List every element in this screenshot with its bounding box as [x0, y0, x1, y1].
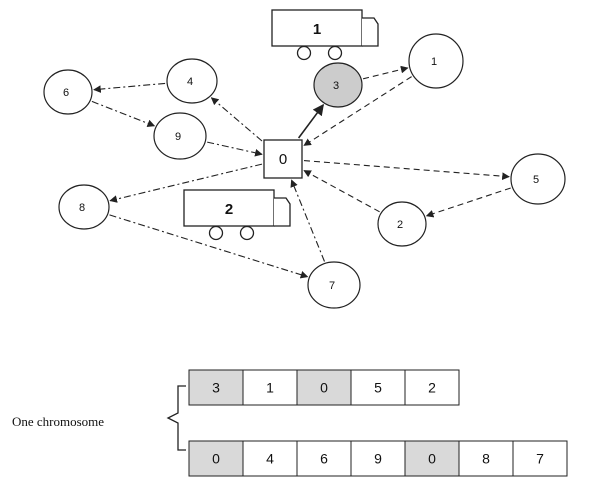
route-2-edge-depot-to-c4 — [210, 97, 263, 142]
gene-value: 0 — [428, 451, 436, 467]
customer-label-8: 8 — [79, 202, 85, 214]
trucks: 12 — [183, 9, 379, 241]
customer-label-5: 5 — [533, 174, 539, 186]
customer-label-3: 3 — [333, 80, 339, 92]
route-2-edge-c7-to-depot — [290, 179, 326, 262]
customer-label-4: 4 — [187, 76, 193, 88]
customer-node-2: 2 — [377, 201, 427, 247]
gene-cell-row2-7: 7 — [512, 440, 568, 477]
gene-value: 0 — [212, 451, 220, 467]
customer-label-7: 7 — [329, 280, 335, 292]
gene-cell-row1-1: 3 — [188, 369, 244, 406]
customer-label-2: 2 — [397, 219, 403, 231]
gene-value: 7 — [536, 451, 544, 467]
chromosome: One chromosome 3 1 0 5 2 0 4 6 9 0 8 7 — [12, 369, 568, 477]
route-1-edge-c2-to-depot — [303, 170, 380, 213]
chromosome-label: One chromosome — [12, 414, 104, 429]
gene-value: 4 — [266, 451, 274, 467]
gene-value: 3 — [212, 380, 220, 396]
route-2-edge-c9-to-depot — [207, 141, 263, 157]
gene-value: 6 — [320, 451, 328, 467]
customer-node-9: 9 — [153, 112, 207, 160]
gene-cell-row1-2: 1 — [242, 369, 298, 406]
route-2-edge-c8-to-c7 — [109, 214, 309, 279]
customer-node-6: 6 — [43, 69, 93, 115]
gene-cell-row2-2: 4 — [242, 440, 298, 477]
customer-node-3: 3 — [313, 62, 363, 108]
route-1-edge-c3-to-c1 — [362, 65, 409, 80]
gene-value: 0 — [320, 380, 328, 396]
gene-cell-row2-5: 0 — [404, 440, 460, 477]
gene-cell-row2-3: 6 — [296, 440, 352, 477]
customer-node-7: 7 — [307, 261, 361, 309]
customer-node-1: 1 — [408, 33, 464, 89]
gene-cell-row2-1: 0 — [188, 440, 244, 477]
truck1-label: 1 — [313, 21, 321, 38]
customer-node-4: 4 — [166, 58, 218, 104]
customer-label-1: 1 — [431, 56, 437, 68]
gene-value: 5 — [374, 380, 382, 396]
truck2-icon: 2 — [183, 189, 291, 241]
customer-label-9: 9 — [175, 131, 181, 143]
customer-node-5: 5 — [510, 153, 566, 205]
route-2-edge-c4-to-c6 — [93, 82, 166, 93]
gene-cell-row2-4: 9 — [350, 440, 406, 477]
gene-value: 2 — [428, 380, 436, 396]
route-edges — [91, 65, 511, 279]
truck1-icon: 1 — [271, 9, 379, 61]
nodes: 0 1 2 3 4 5 6 7 8 9 — [43, 33, 566, 309]
route-1-edge-c5-to-c2 — [425, 187, 511, 218]
gene-cell-row1-4: 5 — [350, 369, 406, 406]
gene-cell-row1-5: 2 — [404, 369, 460, 406]
depot-node: 0 — [263, 139, 303, 179]
gene-cell-row2-6: 8 — [458, 440, 514, 477]
route-1-edge-depot-to-c3 — [297, 103, 324, 139]
truck2-label: 2 — [225, 201, 233, 218]
gene-cell-row1-3: 0 — [296, 369, 352, 406]
route-1-edge-c1-to-depot — [303, 76, 412, 146]
customer-label-6: 6 — [63, 87, 69, 99]
chromosome-bracket — [166, 385, 186, 451]
route-2-edge-depot-to-c8 — [109, 163, 263, 203]
gene-value: 8 — [482, 451, 490, 467]
customer-node-8: 8 — [58, 184, 110, 230]
route-2-edge-c6-to-c9 — [91, 100, 156, 127]
depot-label: 0 — [279, 151, 287, 168]
route-1-edge-depot-to-c5 — [303, 160, 510, 180]
gene-value: 9 — [374, 451, 382, 467]
gene-value: 1 — [266, 380, 274, 396]
